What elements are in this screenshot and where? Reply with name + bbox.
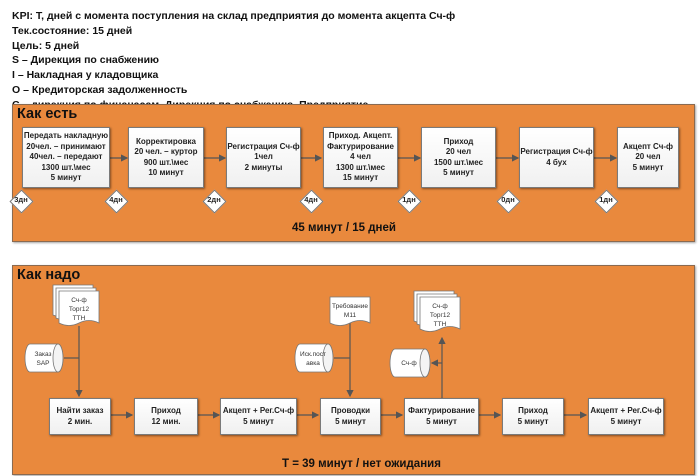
as-is-step-4: Приход. Акцепт. Фактурирование 4 чел 130… <box>323 127 398 188</box>
to-be-step-3: Акцепт + Рег.Сч-ф 5 минут <box>220 398 297 435</box>
to-be-database-1: Заказ SAP <box>34 351 52 367</box>
kpi-definition: KPI: T, дней с момента поступления на ск… <box>12 10 456 22</box>
to-be-multidoc-3-shape <box>413 290 461 332</box>
as-is-step-7: Акцепт Сч-ф 20 чел 5 минут <box>617 127 679 188</box>
to-be-document-2-shape <box>329 296 371 326</box>
wait-inventory-7: 1дн <box>594 189 619 214</box>
to-be-step-1: Найти заказ 2 мин. <box>49 398 111 435</box>
to-be-database-2-shape <box>294 343 334 373</box>
to-be-database-2: Иск.пост авка <box>300 351 326 367</box>
wait-inventory-4: 4дн <box>299 189 324 214</box>
to-be-database-1-shape <box>24 343 64 373</box>
as-is-step-3: Регистрация Сч-ф 1чел 2 минуты <box>226 127 301 188</box>
kpi-target: Цель: 5 дней <box>12 39 80 52</box>
as-is-step-5: Приход 20 чел 1500 шт.\мес 5 минут <box>421 127 496 188</box>
wait-inventory-2: 4дн <box>104 189 129 214</box>
wait-inventory-1: 3дн <box>9 189 34 214</box>
as-is-step-2: Корректировка 20 чел. – куртор 900 шт.\м… <box>128 127 204 188</box>
as-is-total: 45 минут / 15 дней <box>292 222 396 234</box>
to-be-total: T = 39 минут / нет ожидания <box>282 458 441 470</box>
as-is-step-6: Регистрация Сч-ф 4 бух <box>519 127 594 188</box>
to-be-step-6: Приход 5 минут <box>502 398 564 435</box>
to-be-step-7: Акцепт + Рег.Сч-ф 5 минут <box>588 398 664 435</box>
to-be-multidoc-1: Сч-ф Торг12 ТТН <box>68 297 90 322</box>
kpi-input: I – Накладная у кладовщика <box>12 69 159 82</box>
to-be-step-2: Приход 12 мин. <box>134 398 198 435</box>
to-be-title: Как надо <box>17 267 81 283</box>
to-be-step-5: Фактурирование 5 минут <box>404 398 479 435</box>
wait-inventory-5: 1дн <box>397 189 422 214</box>
kpi-output: O – Кредиторская задолженность <box>12 83 188 96</box>
kpi-current-state: Тек.состояние: 15 дней <box>12 24 133 37</box>
to-be-database-3: Сч-ф <box>401 360 417 367</box>
wait-inventory-3: 2дн <box>202 189 227 214</box>
to-be-document-2: Требование М11 <box>332 303 368 319</box>
to-be-multidoc-1-shape <box>52 284 100 326</box>
as-is-step-1: Передать накладную 20чел. – принимают 40… <box>22 127 110 188</box>
kpi-supplier: S – Дирекция по снабжению <box>12 54 160 67</box>
to-be-multidoc-3: Сч-ф Торг12 ТТН <box>429 303 451 328</box>
wait-inventory-6: 0дн <box>496 189 521 214</box>
as-is-title: Как есть <box>17 106 78 122</box>
to-be-step-4: Проводки 5 минут <box>320 398 381 435</box>
to-be-database-3-shape <box>389 348 431 378</box>
